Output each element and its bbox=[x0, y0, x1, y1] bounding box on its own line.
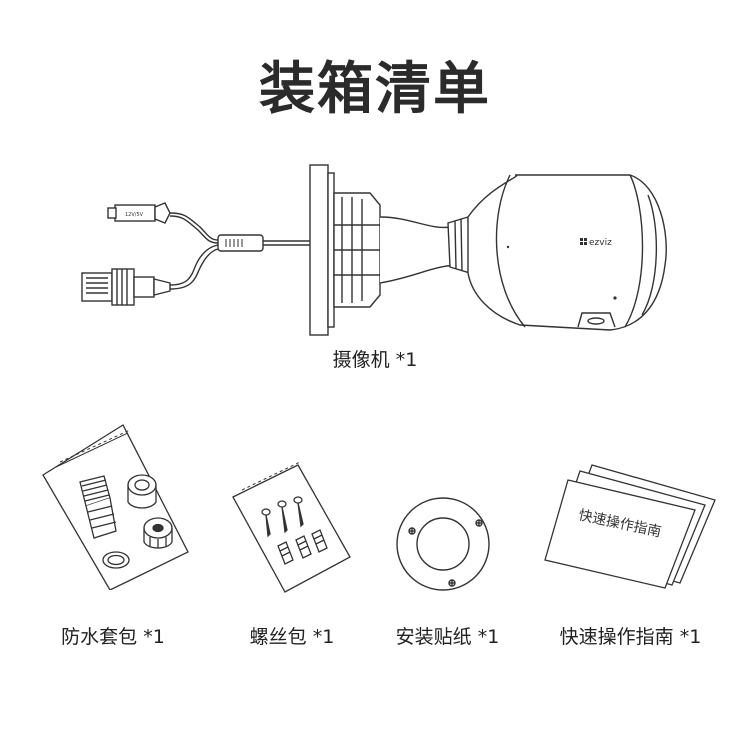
anchor-icon bbox=[277, 529, 328, 565]
network-connector-icon bbox=[81, 244, 219, 306]
quick-guide-caption: 快速操作指南 *1 bbox=[559, 626, 702, 648]
connector-label: 12V/5V bbox=[125, 212, 144, 218]
nut-icon bbox=[143, 517, 173, 549]
screw-pack-caption: 螺丝包 *1 bbox=[249, 626, 335, 648]
power-connector-icon: 12V/5V bbox=[107, 202, 219, 244]
waterproof-kit-illustration bbox=[38, 420, 193, 590]
mounting-sticker-caption: 安装贴纸 *1 bbox=[395, 626, 500, 648]
camera-caption: 摄像机 *1 bbox=[332, 349, 418, 371]
logo-text: ezviz bbox=[589, 238, 612, 248]
waterproof-kit-caption: 防水套包 *1 bbox=[61, 626, 165, 648]
camera-illustration: 12V/5V bbox=[70, 155, 670, 340]
page-title: 装箱清单 bbox=[259, 57, 491, 122]
mounting-sticker-illustration bbox=[395, 495, 495, 665]
seal-ring-icon bbox=[102, 551, 130, 569]
screw-icon bbox=[261, 496, 304, 538]
cable-gland-icon bbox=[79, 475, 117, 539]
quick-guide-illustration: 快速操作指南 bbox=[540, 455, 720, 625]
screw-hole-icon bbox=[408, 519, 483, 587]
ezviz-logo: ezviz bbox=[580, 238, 612, 248]
sleeve-icon bbox=[127, 474, 157, 509]
screw-pack-illustration bbox=[230, 462, 355, 632]
